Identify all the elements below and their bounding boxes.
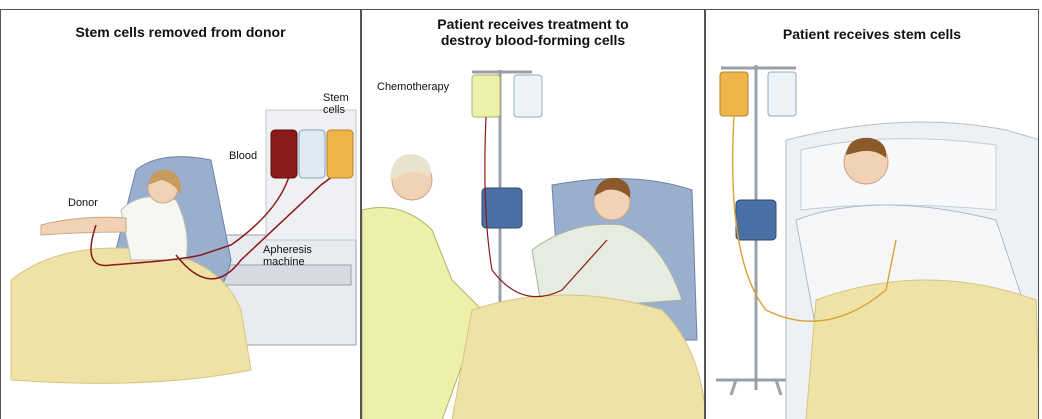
stem-cell-bag (327, 130, 353, 178)
stem-cell-bag (720, 72, 748, 116)
label-stem-cells: Stem cells (323, 92, 349, 116)
label-apheresis-machine: Apheresis machine (263, 244, 312, 268)
patient-blanket (806, 280, 1039, 419)
label-chemotherapy: Chemotherapy (377, 81, 449, 93)
label-donor: Donor (68, 197, 98, 209)
pillow (801, 139, 996, 210)
infusion-pump (736, 200, 776, 240)
saline-bag (768, 72, 796, 116)
panel-donor: Stem cells removed from donor Donor Bloo… (0, 9, 361, 419)
donor-illustration (1, 10, 361, 419)
transplant-illustration (706, 10, 1039, 419)
blood-bag (271, 130, 297, 178)
saline-bag (514, 75, 542, 117)
plasma-bag (299, 130, 325, 178)
panel-transplant: Patient receives stem cells (705, 9, 1039, 419)
chemo-bag (472, 75, 500, 117)
treatment-illustration (362, 10, 705, 419)
infusion-pump (482, 188, 522, 228)
panel-treatment: Patient receives treatment to destroy bl… (361, 9, 705, 419)
label-blood: Blood (229, 150, 257, 162)
